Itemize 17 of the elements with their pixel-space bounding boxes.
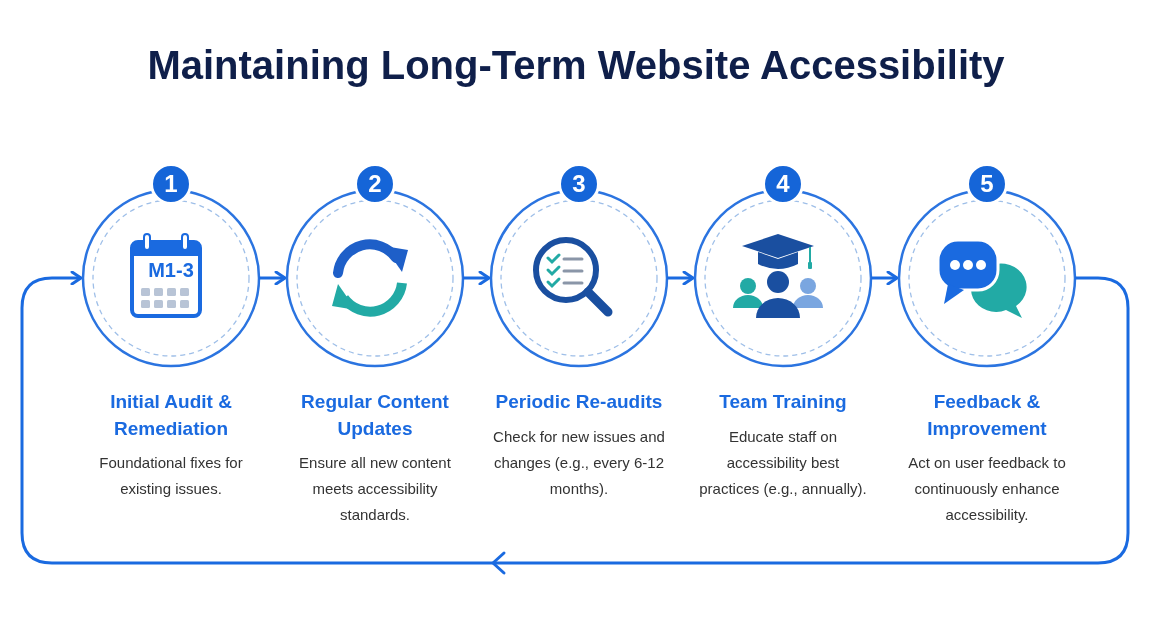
step-heading: Feedback & Improvement [926, 390, 1048, 441]
step-description: Ensure all new content meets accessibility standards. [298, 453, 452, 525]
step-description: Foundational fixes for existing issues. [98, 453, 244, 499]
step-number-badge: 2 [354, 163, 396, 205]
step-heading: Team Training [718, 390, 848, 414]
step-number-badge: 4 [762, 163, 804, 205]
step-heading: Periodic Re-audits [494, 390, 664, 414]
step-description: Educate staff on accessibility best practices (e.g., annually). [698, 427, 868, 499]
step-number-badge: 1 [150, 163, 192, 205]
step-number-badge: 5 [966, 163, 1008, 205]
step-description: Act on user feedback to continuously enhance accessibility. [907, 453, 1067, 525]
title: Maintaining Long-Term Website Accessibility [147, 42, 1005, 89]
step-heading: Initial Audit & Remediation [109, 390, 233, 441]
step-heading: Regular Content Updates [300, 390, 450, 441]
calendar-label: M1-3 [147, 260, 195, 280]
step-description: Check for new issues and changes (e.g., every 6-12 months). [492, 427, 666, 499]
step-number-badge: 3 [558, 163, 600, 205]
